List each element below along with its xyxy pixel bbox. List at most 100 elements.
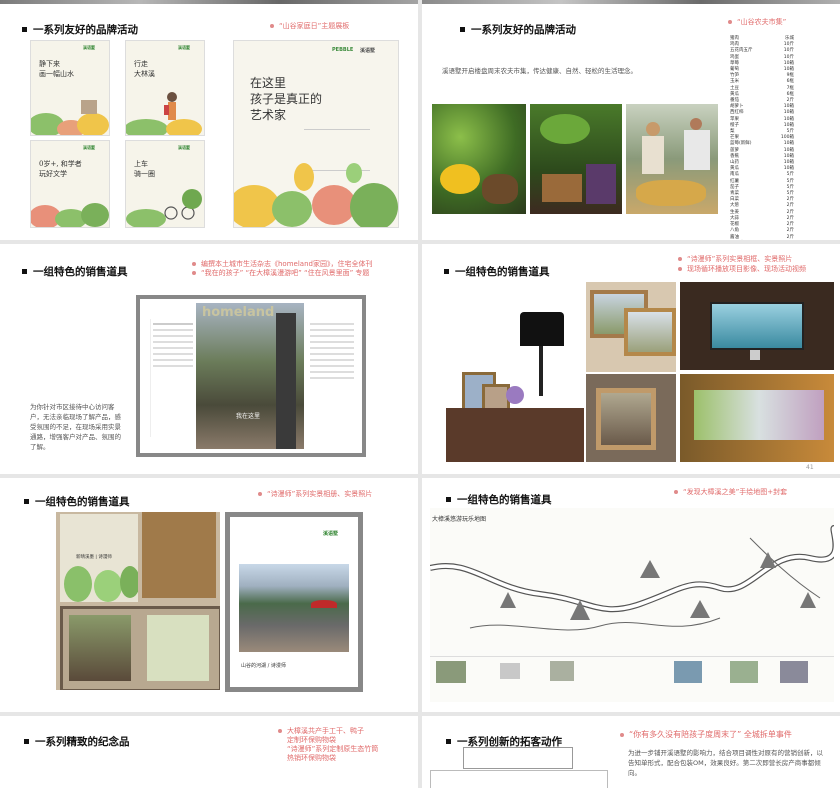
market-photo-stall xyxy=(530,104,622,214)
goods-name: 玉米 xyxy=(730,79,739,85)
goods-qty: 10箱 xyxy=(783,122,794,128)
slide-note: “我在的孩子” “在大樟溪漫游吧” “住在风景里面” 专题 xyxy=(192,269,369,278)
goods-qty: 7框 xyxy=(786,85,794,91)
lamp-shade-icon xyxy=(520,312,564,346)
goods-qty: 10箱 xyxy=(783,141,794,147)
theme-poster: PEBBLE 溪语墅 在这里 孩子是真正的 艺术家 xyxy=(233,40,399,228)
goods-qty: 10箱 xyxy=(783,166,794,172)
slide-note: “诗漫师”系列实景相册、实景照片 xyxy=(258,490,372,499)
goods-qty: 5斤 xyxy=(786,191,794,197)
goods-name: 五花肉五斤 xyxy=(730,48,753,54)
card-brand: 溪语墅 xyxy=(178,145,190,150)
goods-name: 八角 xyxy=(730,228,739,234)
bullet-icon xyxy=(460,27,465,32)
goods-qty: 2斤 xyxy=(786,203,794,209)
slide-note: 编撰本土城市生活杂志《homeland家园》，住宅全体刊 xyxy=(192,260,372,269)
slide-note: 定制环保购物袋 xyxy=(287,736,336,744)
slide-sales-props-frames: 一组特色的销售道具 “诗漫师”系列实景相框、实景照片 现场循环播放项目影像、现场… xyxy=(422,244,840,474)
poster-brand: 溪语墅 xyxy=(360,48,376,54)
magazine-spread: homeland 我在这里 xyxy=(136,295,366,457)
book-cover-photo xyxy=(239,564,349,652)
goods-name: 茄子 xyxy=(730,184,739,190)
goods-qty: 2斤 xyxy=(786,197,794,203)
magazine-cover-photo: homeland 我在这里 xyxy=(196,303,304,449)
goods-name: 西红柿 xyxy=(730,110,744,116)
card-text: 上车 骑一圈 xyxy=(134,160,155,178)
goods-row: 芒果 100箱 xyxy=(730,135,794,141)
slide-title: 一组特色的销售道具 xyxy=(22,264,128,279)
book-brand: 溪语墅 xyxy=(323,531,339,537)
bullet-icon xyxy=(22,27,27,32)
goods-name: 胡萝卜 xyxy=(730,104,744,110)
dot-icon xyxy=(728,20,732,24)
goods-name: 苹果 xyxy=(730,116,739,122)
bullet-icon xyxy=(446,497,451,502)
goods-name: 芒果 xyxy=(730,135,739,141)
goods-row: 大葱 2斤 xyxy=(730,203,794,209)
goods-name: 青菜 xyxy=(730,191,739,197)
activity-card: 溪语墅 0岁+, 和学者 玩好文学 xyxy=(30,140,110,228)
activity-card: 溪语墅 上车 骑一圈 xyxy=(125,140,205,228)
leaf-decoration-icon xyxy=(31,100,109,135)
goods-qty: 10斤 xyxy=(783,54,794,60)
bullet-icon xyxy=(24,499,29,504)
card-brand: 溪语墅 xyxy=(83,145,95,150)
goods-row: 大蒜 2斤 xyxy=(730,216,794,222)
market-photo-vegetables xyxy=(432,104,526,214)
goods-qty: 10箱 xyxy=(783,147,794,153)
goods-name: 鸡蛋 xyxy=(730,54,739,60)
slide-note: 热销环保购物袋 xyxy=(287,754,336,762)
dot-icon xyxy=(678,257,682,261)
goods-qty: 2斤 xyxy=(786,222,794,228)
goods-name: 菠萝 xyxy=(730,147,739,153)
goods-row: 茄子 5斤 xyxy=(730,185,794,191)
slide-note: “山谷农夫市集” xyxy=(728,18,786,27)
goods-name: 葡萄 xyxy=(730,67,739,73)
goods-name: 鸡肉 xyxy=(730,42,739,48)
card-brand: 溪语墅 xyxy=(178,45,190,50)
goods-qty: 10箱 xyxy=(783,67,794,73)
poster-body-lines xyxy=(304,129,370,171)
bicycle-decoration-icon xyxy=(126,189,202,227)
slide-title: 一系列友好的品牌活动 xyxy=(460,22,576,37)
goods-row: 菠萝 10箱 xyxy=(730,148,794,154)
photo-frames xyxy=(586,282,676,372)
goods-qty: 5斤 xyxy=(786,184,794,190)
poster-title: 在这里 孩子是真正的 艺术家 xyxy=(250,76,323,122)
dot-icon xyxy=(620,732,624,737)
goods-name: 大葱 xyxy=(730,203,739,209)
goods-qty: 10箱 xyxy=(783,60,794,66)
magazine-title: homeland xyxy=(202,305,275,320)
map-legend xyxy=(430,656,834,703)
goods-qty: 100箱 xyxy=(780,135,794,141)
goods-qty: 2斤 xyxy=(786,215,794,221)
goods-row: 蓝莓(新鲜)10箱 xyxy=(730,141,794,147)
goods-row: 青菜 5斤 xyxy=(730,191,794,197)
photo-book: 溪语墅 山谷的河湖 / 诗漫师 xyxy=(225,512,363,692)
slide-note: “你有多久没有陪孩子度周末了” 全城拆单事件 xyxy=(620,730,792,739)
slide-title: 一系列创新的拓客动作 xyxy=(446,734,562,749)
album-photo: 新晴溪墨 | 诗漫师 xyxy=(56,512,220,690)
slide-brand-activity-1: 一系列友好的品牌活动 “山谷家庭日”主题展板 溪语墅 静下来 画一幅山水 溪语墅… xyxy=(0,0,418,240)
slide-brand-activity-2: 一系列友好的品牌活动 “山谷农夫市集” 溪语墅开启楼盘周末农夫市集，传达健康、自… xyxy=(422,0,840,240)
goods-name: 大蒜 xyxy=(730,215,739,221)
slide-customer-acquisition: 一系列创新的拓客动作 “你有多久没有陪孩子度周末了” 全城拆单事件 为进一步铺开… xyxy=(422,716,840,788)
goods-row: 苹果 10箱 xyxy=(730,117,794,123)
goods-name: 酱油 xyxy=(730,234,739,240)
goods-qty: 10箱 xyxy=(783,116,794,122)
goods-row: 葡萄 10箱 xyxy=(730,67,794,73)
flower-decoration-icon xyxy=(31,203,109,227)
photo-frame-small xyxy=(586,374,676,462)
